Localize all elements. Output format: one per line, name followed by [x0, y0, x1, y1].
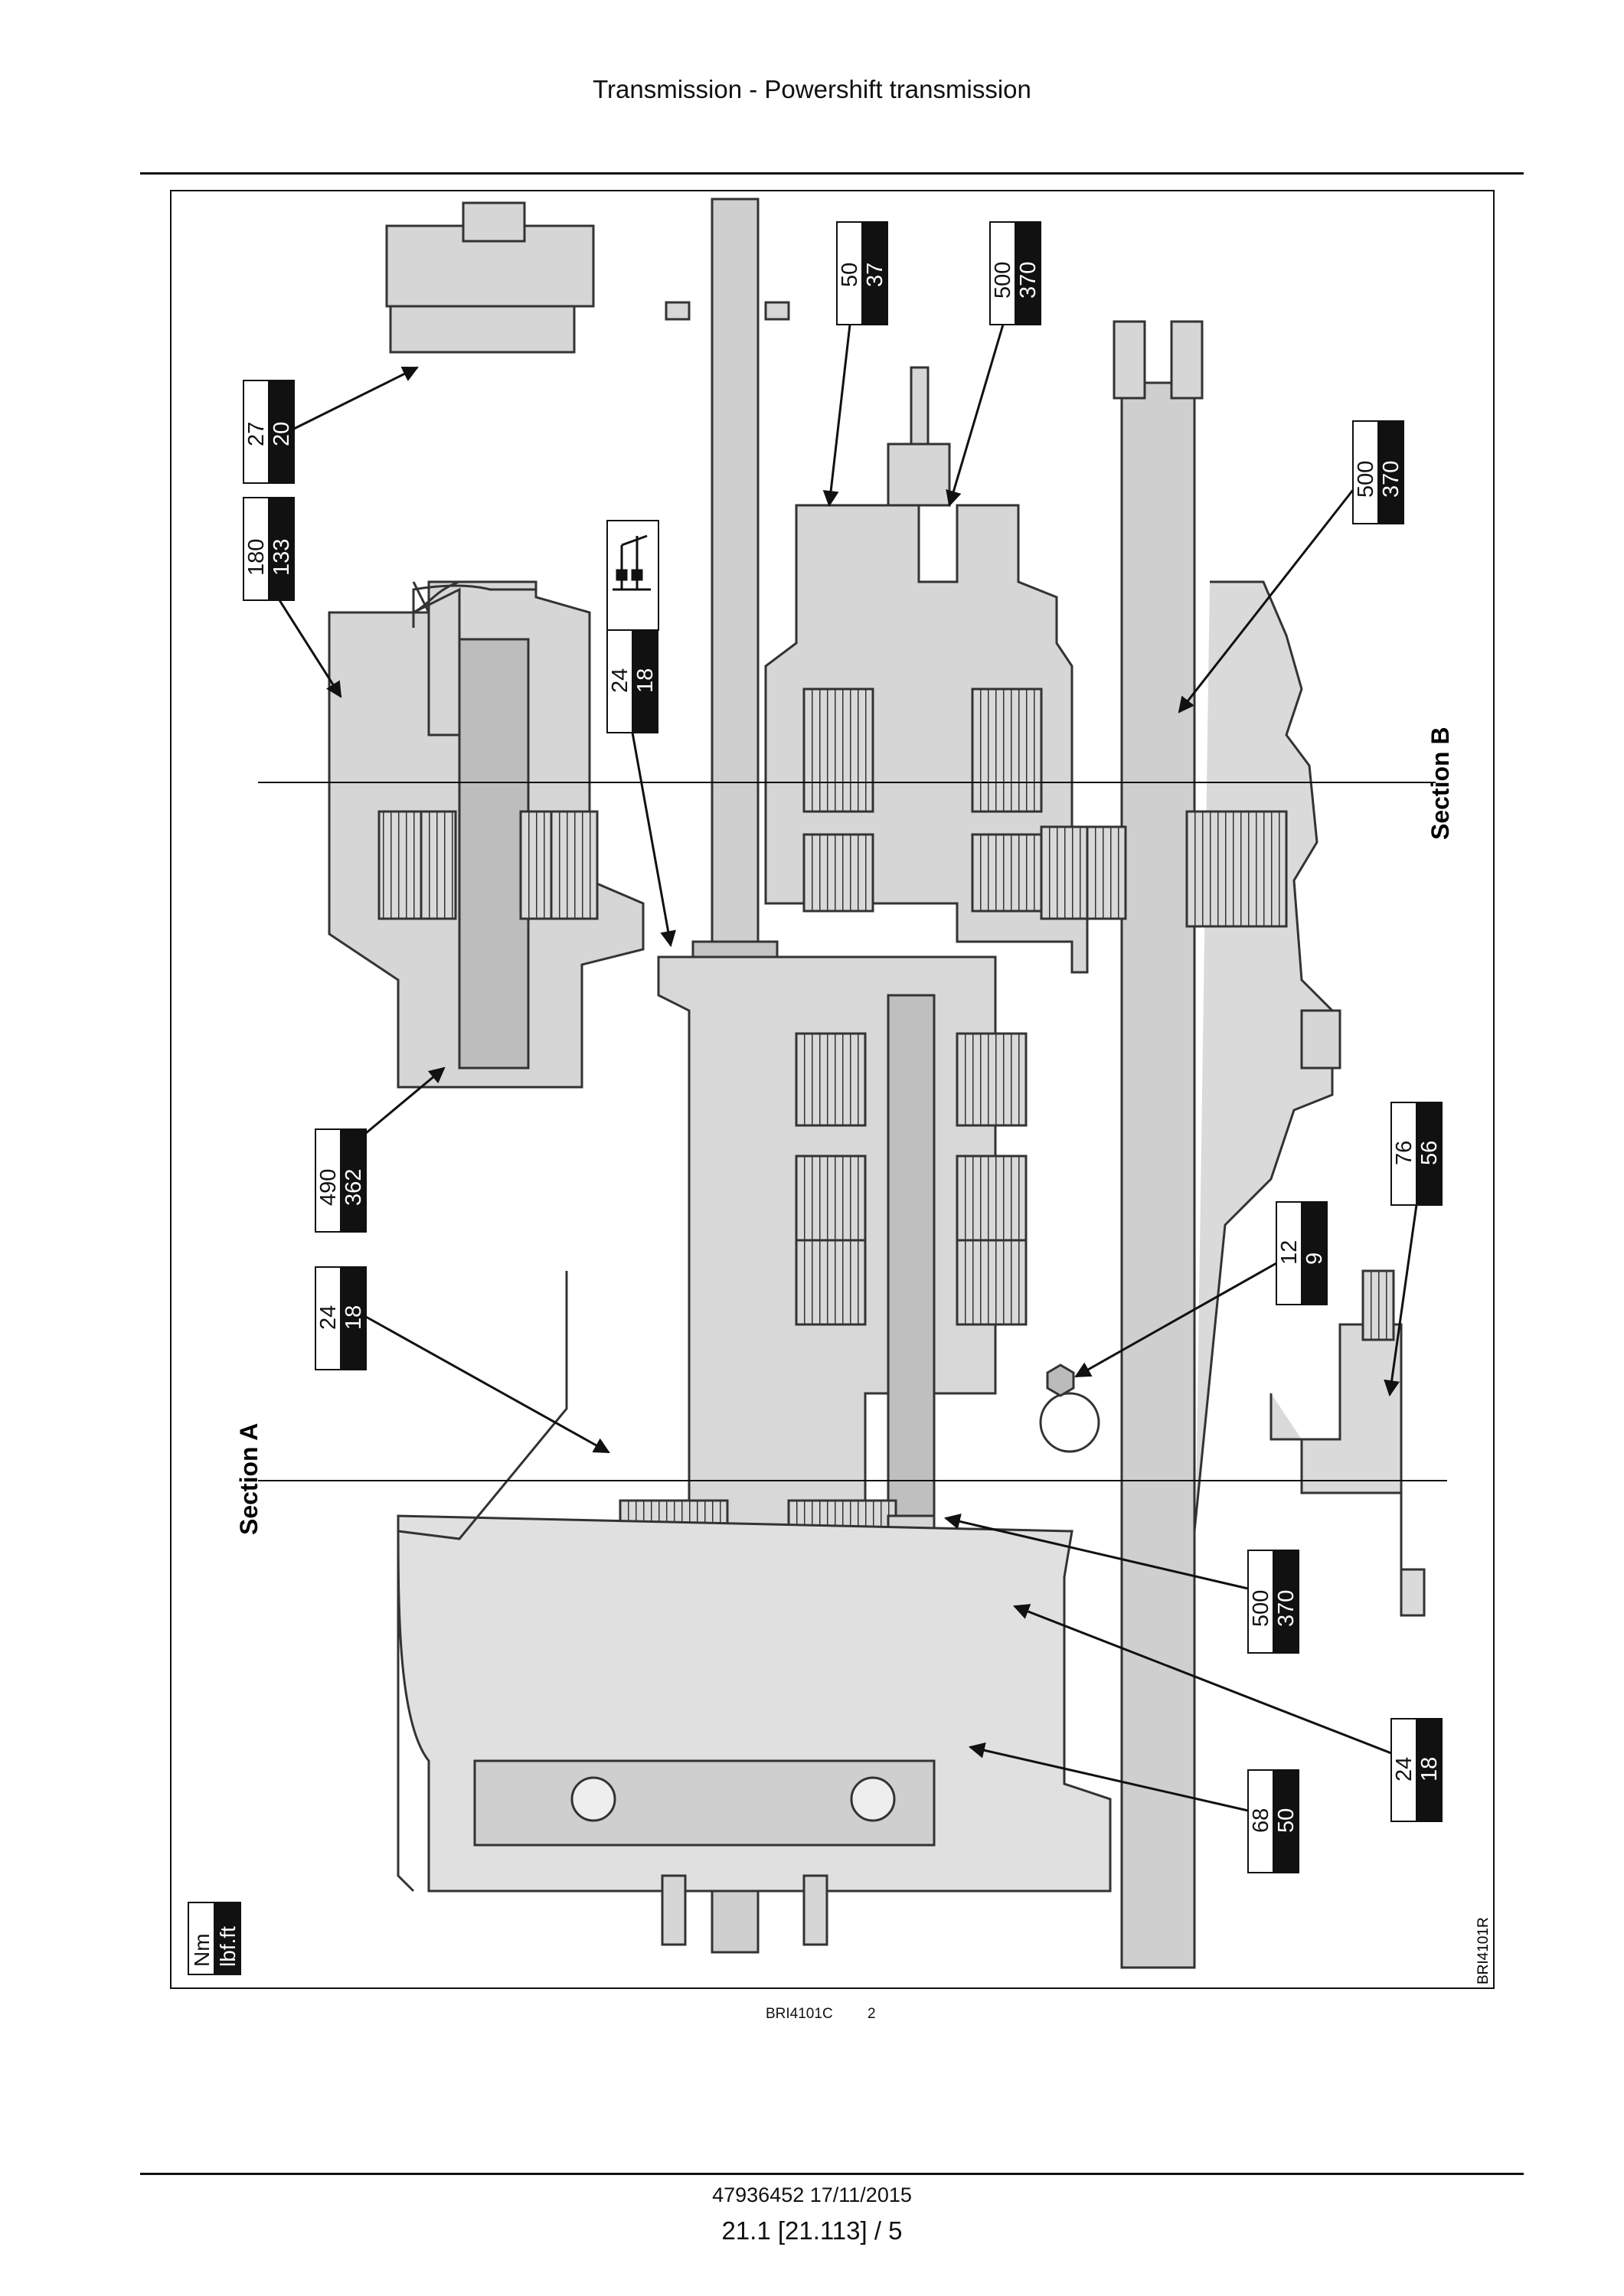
callout-lbf: 18	[341, 1305, 366, 1330]
torque-callout-24-18-upper: 24 18	[606, 629, 658, 733]
callout-lbf: 56	[1417, 1141, 1442, 1165]
header-rule	[140, 172, 1524, 175]
callout-nm: 27	[244, 422, 269, 446]
units-lbf: lbf.ft	[216, 1926, 240, 1967]
torque-callout-490-362: 490 362	[315, 1128, 367, 1233]
callout-lbf: 37	[863, 263, 887, 287]
footer-doc-id: 47936452 17/11/2015	[712, 2183, 912, 2206]
callout-nm: 12	[1277, 1240, 1302, 1265]
callout-nm: 500	[1354, 461, 1378, 498]
leader-arrows	[278, 324, 1418, 1812]
torque-callout-500-370-lower: 500 370	[1247, 1550, 1299, 1654]
torque-callout-76-56: 76 56	[1390, 1102, 1443, 1206]
transmission-figure	[170, 190, 1495, 1989]
footer-rule	[140, 2173, 1524, 2175]
torque-callout-12-9: 12 9	[1276, 1201, 1328, 1305]
caption-code: BRI4101C	[766, 2006, 833, 2022]
callout-nm: 24	[608, 668, 632, 693]
page-title: Transmission - Powershift transmission	[593, 75, 1031, 103]
torque-callout-180-133: 180 133	[243, 497, 295, 601]
torque-callouts: 27 20 180 133 24 18 50 37 500	[243, 221, 1443, 1873]
units-nm: Nm	[190, 1933, 214, 1967]
callout-nm: 500	[1249, 1590, 1273, 1627]
torque-callout-27-20: 27 20	[243, 380, 295, 484]
callout-nm: 76	[1392, 1141, 1417, 1165]
callout-lbf: 370	[1016, 262, 1041, 299]
torque-callout-50-37: 50 37	[836, 221, 888, 325]
callout-nm: 24	[1392, 1757, 1417, 1782]
figure-caption: BRI4101C 2	[766, 2006, 876, 2023]
callout-lbf: 18	[1417, 1757, 1442, 1782]
callout-lbf: 9	[1302, 1253, 1327, 1265]
callout-lbf: 133	[270, 539, 294, 576]
callout-nm: 500	[991, 262, 1015, 299]
side-code: BRI4101R	[1475, 1917, 1492, 1984]
callout-lbf: 370	[1274, 1590, 1299, 1627]
footer-page-number: 21.1 [21.113] / 5	[721, 2216, 903, 2245]
callout-nm: 50	[838, 263, 862, 287]
torque-callout-500-370-right: 500 370	[1352, 420, 1404, 524]
torque-wrench-icon	[613, 534, 651, 591]
callout-nm: 68	[1249, 1808, 1273, 1833]
transmission-schematic	[328, 198, 1426, 1969]
callout-lbf: 50	[1274, 1808, 1299, 1833]
callout-lbf: 370	[1379, 461, 1403, 498]
torque-callout-24-18-right: 24 18	[1390, 1718, 1443, 1822]
section-a-label: Section A	[235, 1423, 263, 1535]
callout-nm: 24	[316, 1305, 341, 1330]
torque-callout-24-18-left: 24 18	[315, 1266, 367, 1370]
units-key: Nm lbf.ft	[188, 1902, 241, 1975]
torque-wrench-symbol-box	[606, 520, 659, 631]
callout-nm: 490	[316, 1169, 341, 1206]
torque-callout-500-370-top: 500 370	[989, 221, 1041, 325]
caption-number: 2	[867, 2006, 876, 2022]
torque-callout-68-50: 68 50	[1247, 1769, 1299, 1873]
section-b-label: Section B	[1426, 727, 1454, 840]
callout-lbf: 18	[633, 668, 658, 693]
callout-nm: 180	[244, 539, 269, 576]
callout-lbf: 20	[270, 422, 294, 446]
callout-lbf: 362	[341, 1169, 366, 1206]
